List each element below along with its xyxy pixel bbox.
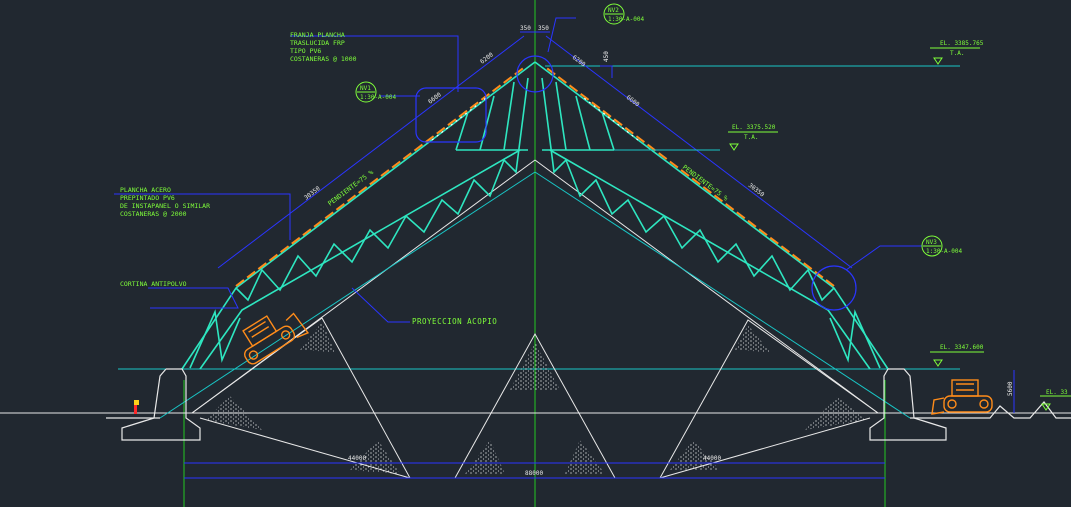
dim-wall-height: 5600: [1007, 381, 1014, 396]
annotation-franja: FRANJA PLANCHA TRASLUCIDA FRP TIPO PV6 C…: [290, 31, 357, 63]
stockpile-material: [205, 322, 865, 474]
annotation-plancha: PLANCHA ACERO PREPINTADO PV6 DE INSTAPAN…: [120, 186, 210, 218]
nv1-callout-box: [415, 87, 487, 143]
cortina-label: CORTINA ANTIPOLVO: [120, 280, 187, 288]
nv3-callout-circle: [811, 265, 857, 311]
elevation-marker-top: [930, 47, 980, 65]
nv2-ref: 1:30-A-004: [608, 16, 645, 23]
bulldozer-left: [242, 312, 310, 365]
marker-flag: [134, 400, 139, 414]
dim-apex-left: 350: [520, 25, 531, 32]
elevation-marker-right: [1040, 395, 1071, 411]
franja-line-4: COSTANERAS @ 1000: [290, 55, 357, 63]
proyeccion-label: PROYECCION ACOPIO: [412, 317, 497, 326]
plancha-line-1: PLANCHA ACERO: [120, 186, 171, 194]
stockpile-projection: [159, 159, 911, 479]
foundation-left: [106, 368, 201, 441]
dim-apex-right: 350: [538, 25, 549, 32]
elevation-right-label: EL. 33: [1046, 389, 1068, 396]
elevation-top-label: EL. 3385.765: [940, 40, 984, 47]
detail-bubble-nv3[interactable]: NV3 1:30-A-004: [921, 235, 963, 257]
truss-left: [181, 61, 536, 370]
dim-slope-left: 30350: [303, 185, 322, 202]
nv2-id: NV2: [608, 7, 619, 14]
elevation-mid-sub: T.A.: [744, 134, 758, 141]
plancha-line-3: DE INSTAPANEL O SIMILAR: [120, 202, 210, 210]
elevation-mid-label: EL. 3375.520: [732, 124, 776, 131]
detail-callout-shapes: [415, 55, 857, 311]
bulldozer-right: [931, 379, 993, 415]
dim-span-left: 44000: [348, 455, 366, 462]
nv2-callout-circle: [516, 55, 554, 93]
roof-cladding: [235, 65, 835, 287]
franja-line-1: FRANJA PLANCHA: [290, 31, 345, 39]
nv1-ref: 1:30-A-004: [360, 94, 397, 101]
plancha-line-4: COSTANERAS @ 2000: [120, 210, 187, 218]
detail-bubble-nv2[interactable]: NV2 1:30-A-004: [603, 3, 645, 25]
plancha-line-2: PREPINTADO PV6: [120, 194, 175, 202]
truss-right: [534, 61, 889, 370]
detail-bubble-nv1[interactable]: NV1 1:30-A-004: [355, 81, 397, 103]
elevation-top-sub: T.A.: [950, 50, 964, 57]
elevation-base-label: EL. 3347.600: [940, 344, 984, 351]
dim-rise: 450: [603, 51, 610, 62]
axis-lines: [183, 0, 886, 507]
nv3-id: NV3: [926, 239, 937, 246]
dimension-lines: [114, 17, 1015, 479]
nv3-ref: 1:30-A-004: [926, 248, 963, 255]
dim-span-total: 88000: [525, 470, 543, 477]
dim-span-right: 44000: [703, 455, 721, 462]
foundation-right: [869, 368, 1071, 441]
elevation-marker-mid: [728, 131, 778, 151]
nv1-id: NV1: [360, 85, 371, 92]
franja-line-2: TRASLUCIDA FRP: [290, 39, 345, 47]
elevation-marker-base: [930, 351, 984, 367]
franja-line-3: TIPO PV6: [290, 47, 321, 55]
